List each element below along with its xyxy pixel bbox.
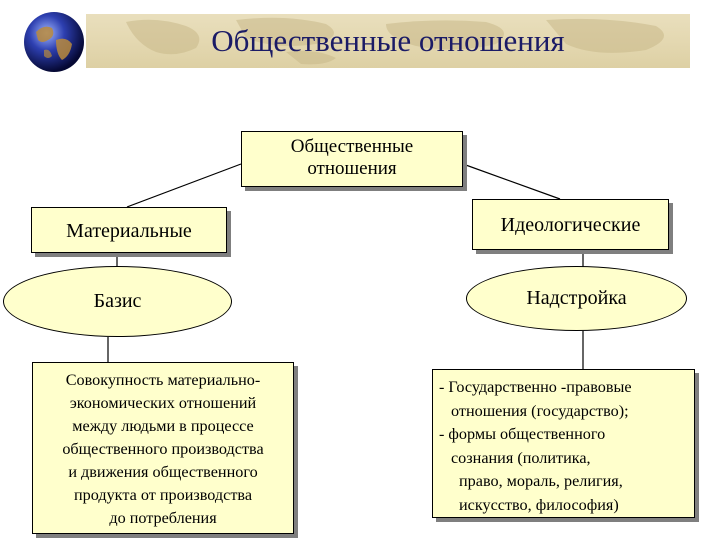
connector-root-ideological xyxy=(463,164,560,199)
superstructure-description-line: сознания (политика, xyxy=(439,447,694,471)
superstructure-description-line: - Государственно -правовые xyxy=(439,376,694,400)
basis-description-line: между людьми в процессе xyxy=(33,415,293,438)
material-node: Материальные xyxy=(31,207,227,253)
superstructure-description-line: искусство, философия) xyxy=(439,494,694,518)
basis-ellipse: Базис xyxy=(3,266,232,337)
basis-description-line: продукта от производства xyxy=(33,484,293,507)
root-line-2: отношения xyxy=(242,158,462,180)
ideological-node: Идеологические xyxy=(472,199,669,250)
basis-description: Совокупность материально- экономических … xyxy=(32,362,294,534)
superstructure-description-line: - формы общественного xyxy=(439,423,694,447)
superstructure-description-line: право, мораль, религия, xyxy=(439,470,694,494)
connector-root-material xyxy=(127,164,241,207)
root-node: Общественные отношения xyxy=(241,131,463,187)
basis-description-line: экономических отношений xyxy=(33,392,293,415)
basis-description-line: Совокупность материально- xyxy=(33,369,293,392)
superstructure-description: - Государственно -правовые отношения (го… xyxy=(432,369,695,518)
root-line-1: Общественные xyxy=(242,136,462,158)
superstructure-description-line: отношения (государство); xyxy=(439,400,694,424)
basis-description-line: общественного производства xyxy=(33,438,293,461)
superstructure-ellipse: Надстройка xyxy=(466,266,687,331)
basis-description-line: и движения общественного xyxy=(33,461,293,484)
basis-description-line: до потребления xyxy=(33,507,293,530)
